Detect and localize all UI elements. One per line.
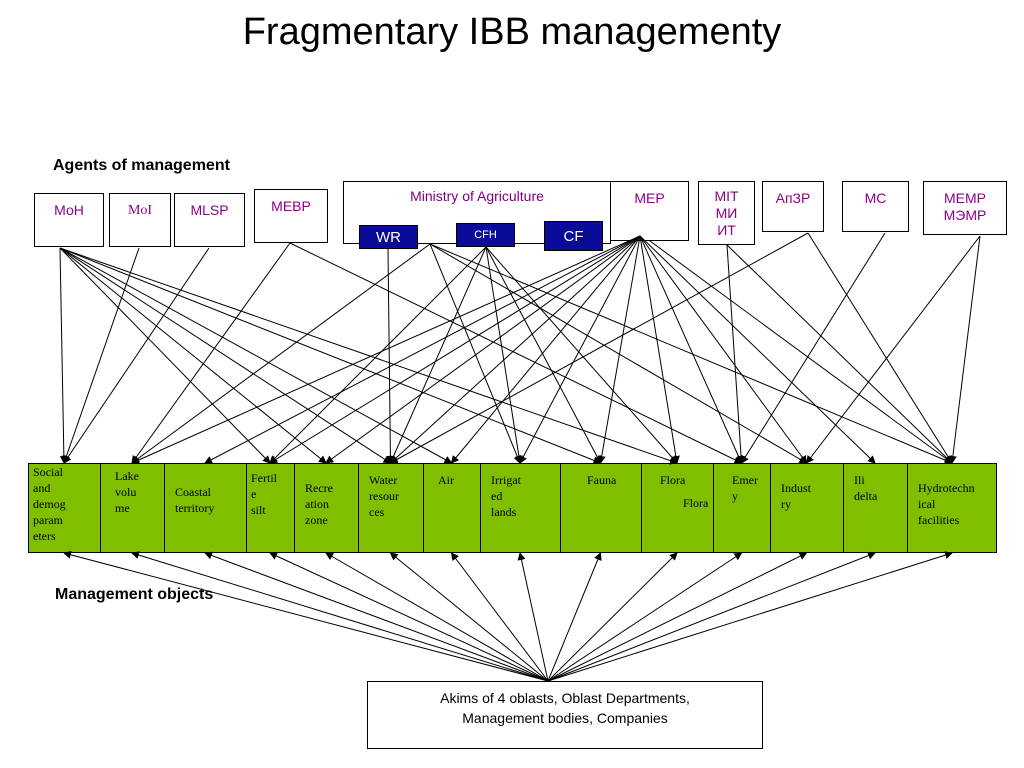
connector-arrow	[639, 235, 808, 464]
connector-arrow	[807, 232, 953, 464]
connector-arrow	[389, 235, 641, 464]
connector-arrow	[59, 247, 453, 464]
agent-moh: МоН	[34, 193, 104, 247]
connector-arrow	[204, 235, 641, 464]
connector-arrow	[204, 551, 549, 682]
object-irrigated-lands: Irrigat ed lands	[480, 463, 560, 553]
agent-apzr: АпЗР	[762, 181, 824, 232]
connector-arrow	[63, 247, 210, 464]
connector-arrow	[289, 242, 743, 464]
connector-arrow	[547, 552, 602, 682]
connector-arrow	[597, 235, 641, 464]
connector-arrow	[639, 235, 743, 464]
connector-arrow	[63, 550, 549, 682]
connector-arrow	[269, 235, 641, 464]
connector-arrow	[269, 552, 549, 682]
connector-arrow	[131, 242, 291, 464]
connector-arrow	[485, 246, 523, 464]
connector-arrow	[389, 246, 487, 464]
connector-arrow	[726, 244, 746, 464]
connector-arrow	[59, 247, 68, 464]
connector-arrow	[450, 235, 641, 464]
connector-arrow	[59, 247, 327, 464]
agent-mlsp: MLSP	[174, 193, 245, 247]
connector-arrow	[62, 247, 140, 464]
connector-arrow	[131, 551, 549, 682]
connector-arrow	[639, 235, 680, 464]
connector-arrow	[131, 243, 431, 464]
object-water-resources: Water resour ces	[358, 463, 423, 553]
agent-mep: MEP	[610, 181, 689, 241]
agent-mebp: MEBP	[254, 189, 328, 243]
connector-arrow	[547, 552, 743, 682]
object-flora-secondary-label: Flora	[683, 496, 709, 510]
connector-arrow	[450, 552, 549, 682]
connector-arrow	[389, 552, 549, 682]
subagent-cfh: CFH	[456, 223, 515, 247]
object-social-demographic: Social and demog param eters	[28, 463, 100, 553]
connector-arrow	[547, 552, 678, 682]
agent-moi: MoI	[109, 193, 171, 247]
object-air: Air	[423, 463, 480, 553]
object-hydrotechnical-facilities: Hydrotechn ical facilities	[907, 463, 997, 553]
connector-arrow	[547, 551, 953, 682]
connector-arrow	[59, 247, 602, 465]
object-fertile-silt: Fertil e silt	[246, 463, 294, 553]
connector-arrow	[59, 247, 678, 465]
connector-arrow	[740, 232, 886, 464]
connector-arrow	[517, 552, 549, 682]
object-coastal-territory: Coastal territory	[164, 463, 246, 553]
agents-heading: Agents of management	[53, 157, 230, 174]
connector-arrow	[805, 235, 981, 464]
objects-heading: Management objects	[55, 586, 214, 603]
akims-box: Akims of 4 oblasts, Oblast Departments, …	[367, 681, 763, 749]
subagent-cf: CF	[544, 221, 603, 251]
connector-arrow	[59, 247, 271, 464]
object-fauna: Fauna	[560, 463, 641, 553]
connector-arrow	[429, 243, 522, 464]
connector-arrow	[948, 235, 981, 464]
connector-arrow	[429, 243, 953, 464]
connector-arrow	[726, 244, 953, 464]
connector-arrow	[547, 551, 876, 682]
agent-mit: MIT МИ ИТ	[698, 181, 755, 245]
agent-mc: MC	[842, 181, 909, 232]
connector-arrow	[325, 235, 641, 464]
connector-arrow	[519, 235, 641, 464]
object-ili-delta: Ili delta	[843, 463, 907, 553]
connector-arrow	[429, 243, 808, 464]
connector-arrow	[389, 232, 809, 464]
slide-title: Fragmentary IBB managementy	[242, 11, 782, 53]
connector-arrow	[485, 246, 601, 464]
connector-arrow	[131, 235, 641, 464]
object-industry: Indust ry	[770, 463, 843, 553]
connector-arrow	[386, 248, 395, 464]
connector-arrow	[547, 552, 808, 682]
subagent-wr: WR	[359, 225, 418, 249]
connector-arrow	[59, 247, 392, 464]
connector-arrow	[485, 246, 678, 464]
connector-arrow	[639, 235, 876, 464]
connector-arrow	[649, 240, 953, 464]
object-emery: Emer y	[713, 463, 770, 553]
agent-memr: MEMP МЭМР	[923, 181, 1007, 235]
connector-arrow	[325, 552, 549, 682]
object-lake-volume: Lake volu me	[100, 463, 164, 553]
object-recreation-zone: Recre ation zone	[294, 463, 358, 553]
connector-arrow	[269, 246, 487, 464]
